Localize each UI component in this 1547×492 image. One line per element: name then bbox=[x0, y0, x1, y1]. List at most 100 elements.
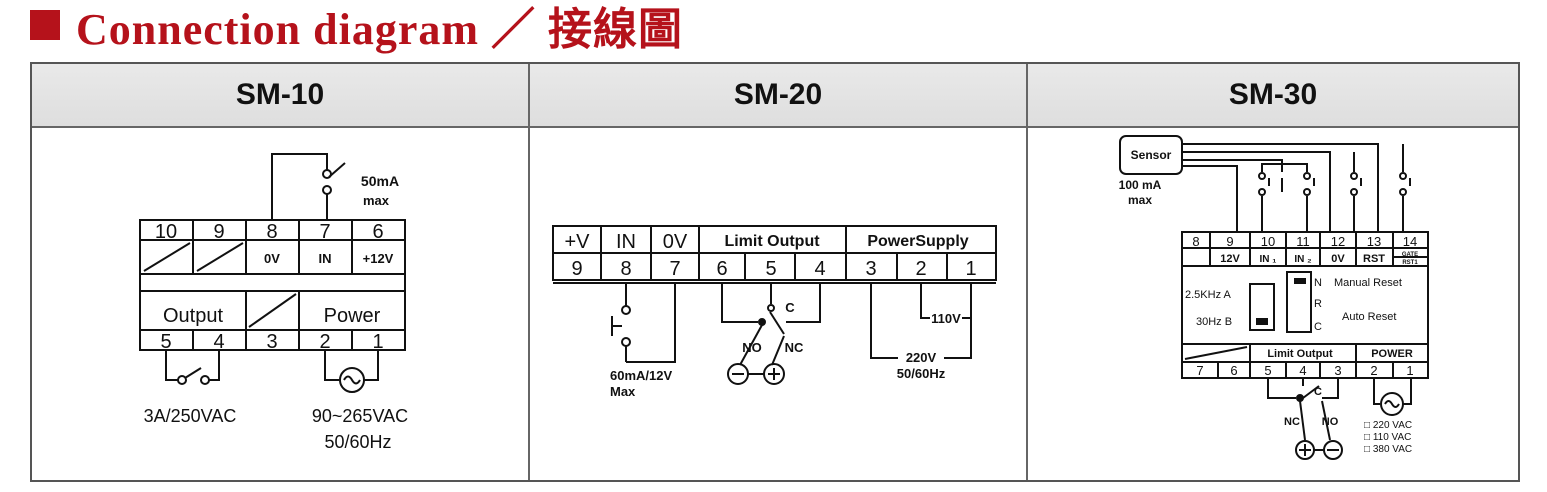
sm10-switch-wiring bbox=[271, 153, 346, 220]
terminal-1: 1 bbox=[372, 331, 383, 353]
header-plus-v: +V bbox=[564, 231, 590, 253]
limit-output-label: Limit Output bbox=[1267, 348, 1333, 360]
terminal-10: 10 bbox=[1261, 234, 1275, 249]
power-frequency: 50/60Hz bbox=[324, 432, 391, 452]
terminal-4: 4 bbox=[814, 258, 825, 280]
freq-a-label: 2.5KHz A bbox=[1185, 289, 1232, 301]
model-name-sm30: SM-30 bbox=[1228, 78, 1318, 111]
terminal-1: 1 bbox=[965, 258, 976, 280]
terminal-1: 1 bbox=[1406, 363, 1413, 378]
relay-rating: 3A/250VAC bbox=[144, 406, 237, 426]
terminal-8: 8 bbox=[620, 258, 631, 280]
volt-option-380: □ 380 VAC bbox=[1364, 444, 1412, 455]
sm10-relay-contact bbox=[165, 350, 220, 385]
sm10-terminal-block bbox=[139, 219, 406, 351]
terminal-6: 6 bbox=[1230, 363, 1237, 378]
terminal-5: 5 bbox=[1264, 363, 1271, 378]
terminal-8: 8 bbox=[266, 221, 277, 243]
header-sm20: SM-20 bbox=[530, 64, 1026, 128]
header-sm10: SM-10 bbox=[32, 64, 528, 128]
sm30-sensor-wiring bbox=[1119, 135, 1411, 232]
column-divider bbox=[1026, 64, 1028, 480]
sm20-relay-contact bbox=[721, 283, 821, 385]
label-0v: 0V bbox=[264, 251, 280, 266]
terminal-13: 13 bbox=[1367, 234, 1381, 249]
terminal-2: 2 bbox=[1370, 363, 1377, 378]
terminal-3: 3 bbox=[1334, 363, 1341, 378]
title-bullet-square bbox=[30, 10, 60, 40]
contact-nc-label: NC bbox=[785, 340, 804, 355]
terminal-3: 3 bbox=[865, 258, 876, 280]
terminal-2: 2 bbox=[915, 258, 926, 280]
sm30-output-wiring bbox=[1267, 378, 1343, 460]
terminal-7: 7 bbox=[1196, 363, 1203, 378]
input-rating: 60mA/12V bbox=[610, 368, 672, 383]
sensor-label: Sensor bbox=[1131, 148, 1172, 162]
sm10-ac-source bbox=[324, 350, 379, 393]
header-limit-output: Limit Output bbox=[724, 233, 820, 250]
power-rating: 90~265VAC bbox=[312, 406, 408, 426]
label-12v: 12V bbox=[1220, 253, 1240, 265]
model-name-sm20: SM-20 bbox=[733, 78, 823, 111]
terminal-5: 5 bbox=[160, 331, 171, 353]
diagram-table: SM-10 SM-20 SM-30 bbox=[30, 62, 1520, 482]
contact-no-label: NO bbox=[1322, 416, 1339, 428]
terminal-7: 7 bbox=[669, 258, 680, 280]
contact-c-label: C bbox=[785, 300, 795, 315]
volt-option-220: □ 220 VAC bbox=[1364, 420, 1412, 431]
title-text: Connection diagram ／ 接線圖 bbox=[76, 5, 683, 54]
sm30-device-body bbox=[1181, 231, 1429, 379]
label-rst1: RST1 bbox=[1402, 260, 1418, 266]
header-in: IN bbox=[616, 231, 636, 253]
column-divider bbox=[528, 64, 530, 480]
label-in1: IN ₁ bbox=[1260, 254, 1277, 265]
label-in: IN bbox=[319, 251, 332, 266]
label-in2: IN ₂ bbox=[1294, 254, 1311, 265]
terminal-7: 7 bbox=[319, 221, 330, 243]
terminal-4: 4 bbox=[1299, 363, 1306, 378]
freq-b-label: 30Hz B bbox=[1196, 316, 1232, 328]
group-output-label: Output bbox=[163, 305, 223, 327]
frequency-label: 50/60Hz bbox=[897, 366, 946, 381]
contact-no-label: NO bbox=[742, 340, 762, 355]
volt-220-label: 220V bbox=[906, 350, 937, 365]
page-title: Connection diagram ／ 接線圖 bbox=[30, 0, 683, 54]
header-power-supply: PowerSupply bbox=[867, 233, 968, 250]
input-rating-max: Max bbox=[610, 384, 636, 399]
auto-reset-label: Auto Reset bbox=[1342, 311, 1396, 323]
terminal-5: 5 bbox=[765, 258, 776, 280]
sm30-power-wiring bbox=[1373, 378, 1412, 416]
terminal-10: 10 bbox=[155, 221, 177, 243]
volt-option-110: □ 110 VAC bbox=[1364, 432, 1411, 443]
sensor-rating: 100 mA bbox=[1119, 178, 1162, 192]
switch-rating: 50mA bbox=[361, 173, 399, 189]
sm30-dip-switch-knob bbox=[1256, 318, 1268, 325]
volt-110-label: 110V bbox=[931, 311, 961, 326]
terminal-4: 4 bbox=[213, 331, 224, 353]
terminal-12: 12 bbox=[1331, 234, 1345, 249]
switch-r-label: R bbox=[1314, 298, 1322, 310]
label-gate: GATE bbox=[1402, 252, 1418, 258]
sm20-power-wiring bbox=[870, 283, 972, 359]
terminal-6: 6 bbox=[372, 221, 383, 243]
switch-n-label: N bbox=[1314, 277, 1322, 289]
header-0v: 0V bbox=[663, 231, 688, 253]
terminal-9: 9 bbox=[571, 258, 582, 280]
switch-rating-max: max bbox=[363, 193, 390, 208]
terminal-14: 14 bbox=[1403, 234, 1417, 249]
label-0v: 0V bbox=[1331, 253, 1345, 265]
model-name-sm10: SM-10 bbox=[235, 78, 325, 111]
terminal-6: 6 bbox=[716, 258, 727, 280]
group-power-label: Power bbox=[324, 305, 381, 327]
label-12v: +12V bbox=[363, 251, 394, 266]
label-rst: RST bbox=[1363, 253, 1385, 265]
contact-nc-label: NC bbox=[1284, 416, 1300, 428]
terminal-11: 11 bbox=[1296, 234, 1310, 249]
terminal-8: 8 bbox=[1192, 234, 1199, 249]
header-sm30: SM-30 bbox=[1028, 64, 1518, 128]
terminal-2: 2 bbox=[319, 331, 330, 353]
terminal-3: 3 bbox=[266, 331, 277, 353]
terminal-9: 9 bbox=[1226, 234, 1233, 249]
sensor-rating-max: max bbox=[1128, 193, 1152, 207]
